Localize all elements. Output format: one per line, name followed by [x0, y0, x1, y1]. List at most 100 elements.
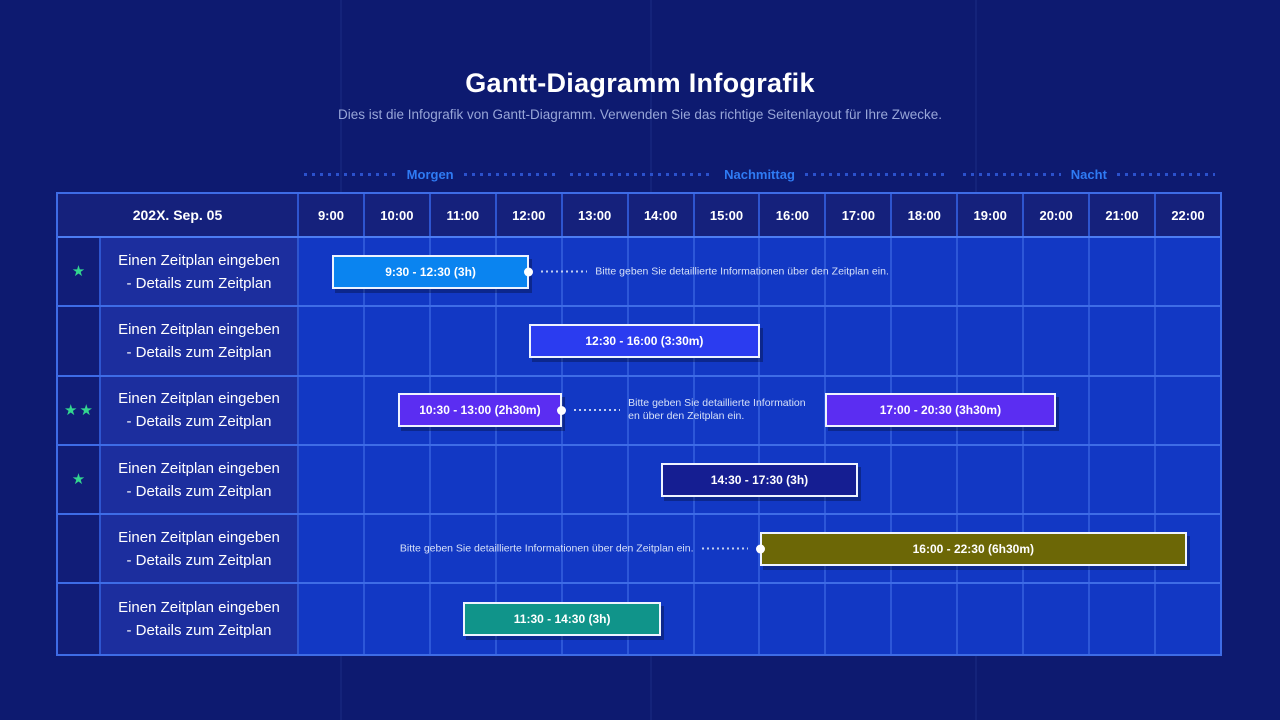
day-section: Morgen: [297, 165, 563, 183]
task-label-line2: - Details zum Zeitplan: [126, 343, 272, 361]
leader-dot-icon: [557, 405, 567, 415]
grid-cell: [892, 584, 959, 654]
grid-cell: [1090, 445, 1156, 514]
task-label-line1: Einen Zeitplan eingeben: [118, 251, 280, 269]
time-header-cell: 12:00: [497, 194, 563, 236]
grid-cell: [1156, 446, 1220, 513]
section-dotted-line: [570, 172, 715, 176]
grid-cell: [299, 376, 365, 444]
priority-star-cell: ★: [58, 238, 101, 306]
grid-cell: [431, 445, 497, 514]
grid-cell: [826, 307, 893, 375]
annotation-text: Bitte geben Sie detaillierte Information…: [400, 542, 694, 555]
annotation-text: Bitte geben Sie detaillierte Information…: [628, 397, 805, 423]
grid-cell: [1090, 307, 1156, 375]
grid-cell: [892, 307, 959, 375]
section-dotted-line: [304, 172, 397, 176]
priority-star-cell: [58, 515, 101, 583]
time-header-cell: 19:00: [958, 194, 1025, 236]
priority-star-cell: ★: [58, 445, 101, 514]
priority-star-cell: [58, 584, 101, 654]
task-label-cell: Einen Zeitplan eingeben- Details zum Zei…: [101, 238, 299, 306]
task-label-line1: Einen Zeitplan eingeben: [118, 599, 280, 617]
gantt-bar-label: 14:30 - 17:30 (3h): [710, 472, 809, 487]
day-section: Nacht: [956, 165, 1222, 183]
gantt-bar-label: 10:30 - 13:00 (2h30m): [419, 403, 541, 418]
task-label-line2: - Details zum Zeitplan: [126, 622, 272, 640]
grid-cell: [365, 515, 431, 583]
grid-cell: [1024, 307, 1091, 375]
gantt-bar: 16:00 - 22:30 (6h30m): [759, 531, 1188, 566]
gantt-bar-label: 17:00 - 20:30 (3h30m): [879, 403, 1002, 418]
gantt-bar: 14:30 - 17:30 (3h): [660, 462, 859, 497]
grid-cell: [1090, 376, 1156, 444]
section-dotted-line: [1116, 172, 1215, 176]
task-label-line2: - Details zum Zeitplan: [126, 482, 272, 500]
grid-cell: [1156, 584, 1220, 653]
grid-cell: [563, 238, 629, 306]
date-header-cell: 202X. Sep. 05: [58, 194, 299, 236]
row-timeline: 16:00 - 22:30 (6h30m) Bitte geben Sie det…: [299, 515, 1220, 583]
priority-star-cell: [58, 307, 101, 375]
leader-dotted-line: [701, 547, 748, 550]
grid-cell: [760, 584, 827, 654]
task-label-line1: Einen Zeitplan eingeben: [118, 390, 280, 408]
grid-cell: [1024, 238, 1091, 306]
task-label-line2: - Details zum Zeitplan: [126, 551, 272, 569]
section-dotted-line: [804, 172, 949, 176]
gantt-row: Einen Zeitplan eingeben- Details zum Zei…: [58, 515, 1220, 585]
grid-cell: [365, 584, 431, 654]
grid-cell: [1090, 238, 1156, 306]
task-label-cell: Einen Zeitplan eingeben - Details zum Zei…: [101, 445, 299, 514]
section-dotted-line: [463, 172, 557, 176]
time-header-cell: 18:00: [892, 194, 959, 236]
grid-cell: [299, 515, 365, 583]
time-header-cell: 13:00: [563, 194, 629, 236]
hour-grid: [299, 584, 1220, 654]
time-header-cell: 10:00: [365, 194, 431, 236]
task-label-cell: Einen Zeitplan eingeben- Details zum Zei…: [101, 515, 299, 583]
grid-cell: [563, 515, 629, 583]
task-label-cell: Einen Zeitplan eingeben- Details zum Zei…: [101, 307, 299, 375]
grid-cell: [892, 445, 959, 514]
gantt-bar-label: 9:30 - 12:30 (3h): [385, 264, 476, 279]
grid-cell: [563, 445, 629, 514]
gantt-bar: 9:30 - 12:30 (3h): [331, 254, 530, 289]
annotation: Bitte geben Sie detaillierte Information…: [524, 265, 889, 278]
annotation-text: Bitte geben Sie detaillierte Information…: [595, 265, 889, 278]
annotation-text-line: en über den Zeitplan ein.: [628, 410, 745, 423]
grid-cell: [695, 238, 761, 306]
grid-cell: [629, 238, 695, 306]
gantt-bar: 11:30 - 14:30 (3h): [463, 602, 661, 637]
leader-dot-icon: [755, 544, 765, 554]
task-label-cell: Einen Zeitplan eingeben - Details zum Zei…: [101, 376, 299, 444]
task-label-line1: Einen Zeitplan eingeben: [118, 459, 280, 477]
star-icon: ★: [79, 401, 93, 419]
grid-cell: [958, 307, 1025, 375]
time-header-cell: 17:00: [826, 194, 893, 236]
hour-grid: [299, 307, 1220, 375]
priority-star-cell: ★★: [58, 376, 101, 444]
grid-cell: [365, 445, 431, 514]
gantt-bar: 17:00 - 20:30 (3h30m): [825, 393, 1056, 428]
grid-cell: [1024, 376, 1091, 444]
grid-cell: [1156, 377, 1220, 444]
gantt-bar: 10:30 - 13:00 (2h30m): [397, 393, 563, 428]
section-label: Nacht: [1070, 166, 1107, 182]
grid-cell: [695, 376, 761, 444]
annotation: Bitte geben Sie detaillierte Information…: [557, 397, 806, 423]
grid-cell: [1024, 584, 1091, 654]
leader-dot-icon: [524, 267, 534, 277]
grid-cell: [892, 238, 959, 306]
gantt-row: ★Einen Zeitplan eingeben- Details zum Ze…: [58, 238, 1220, 308]
grid-cell: [1024, 445, 1091, 514]
row-timeline: 10:30 - 13:00 (2h30m) Bitte geben Sie det…: [299, 376, 1220, 444]
grid-cell: [1090, 584, 1156, 654]
annotation-text-line: Bitte geben Sie detaillierte Information: [628, 397, 806, 410]
leader-dotted-line: [541, 270, 588, 273]
task-label-line2: - Details zum Zeitplan: [126, 413, 272, 431]
task-label-cell: Einen Zeitplan eingeben - Details zum Zei…: [101, 584, 299, 654]
grid-cell: [299, 584, 365, 654]
